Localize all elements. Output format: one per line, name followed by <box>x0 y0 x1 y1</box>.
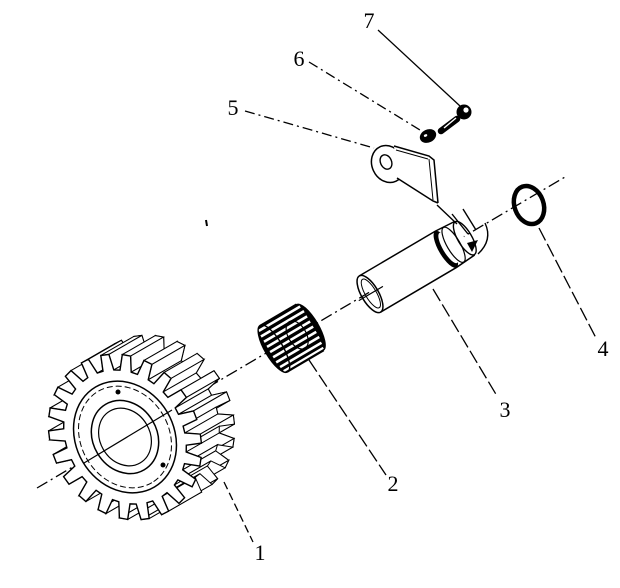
leader-line-4 <box>538 227 597 339</box>
gear-center-axis-tick <box>83 409 173 464</box>
bearing-left-rim <box>257 324 291 374</box>
lever-plate-outline <box>393 145 439 204</box>
gear <box>47 334 236 521</box>
leader-lines <box>223 29 597 543</box>
shaft-bottom-edge <box>380 254 476 313</box>
shaft-axis-tick <box>358 285 384 302</box>
callout-3: 3 <box>500 397 511 422</box>
leader-line-1 <box>223 481 254 543</box>
axis-centerline <box>36 176 566 489</box>
lever-thickness-lines <box>395 149 434 201</box>
bearing-bottom-edge <box>287 350 325 373</box>
o-ring <box>511 183 547 227</box>
callout-5: 5 <box>228 95 239 120</box>
o-ring-ellipse <box>511 183 547 227</box>
shaft-end-flange <box>477 222 489 255</box>
gear-hub-flange <box>72 380 178 494</box>
shaft-key-wedge <box>467 240 478 252</box>
callout-7: 7 <box>364 8 375 33</box>
bearing-bore <box>285 320 309 350</box>
ball-body <box>419 129 437 143</box>
leader-line-6 <box>308 61 421 131</box>
scan-artifact-tick <box>205 219 208 227</box>
screw-head <box>456 104 472 120</box>
callout-6: 6 <box>294 46 305 71</box>
gear-hub-hole-dot <box>115 389 121 395</box>
gear-bore <box>98 407 152 467</box>
callout-1: 1 <box>255 540 266 565</box>
screw-shank-sheen <box>443 117 457 129</box>
gear-bore-chamfer <box>90 399 160 475</box>
gear-hub <box>72 380 178 494</box>
lever-to-shaft-line <box>436 204 458 225</box>
leader-line-3 <box>432 288 498 397</box>
needle-bearing <box>257 303 326 374</box>
callout-labels: 1 2 3 4 5 6 7 <box>228 8 609 565</box>
detent-ball <box>419 129 437 143</box>
ball-highlight <box>423 134 428 137</box>
shaft <box>356 220 477 314</box>
screw-head-highlight <box>463 107 469 113</box>
gear-hub-ring <box>78 385 172 489</box>
callout-4: 4 <box>598 336 609 361</box>
shaft-end-details <box>451 208 489 255</box>
callout-2: 2 <box>388 471 399 496</box>
lever-hole <box>379 154 393 170</box>
leader-line-7 <box>377 29 461 107</box>
shaft-notch-line <box>451 213 469 235</box>
shaft-top-edge <box>358 220 456 277</box>
shaft-notch-line <box>462 208 477 231</box>
gear-front-face <box>47 353 203 521</box>
lever-plate <box>370 144 458 225</box>
screw-shank <box>437 115 461 135</box>
gear-hub-hole-dot <box>160 462 166 468</box>
bearing-top-edge <box>259 303 297 326</box>
leader-line-2 <box>308 359 387 476</box>
leader-line-5 <box>244 110 375 149</box>
lever-plate-face <box>394 146 438 203</box>
screw <box>437 104 472 135</box>
